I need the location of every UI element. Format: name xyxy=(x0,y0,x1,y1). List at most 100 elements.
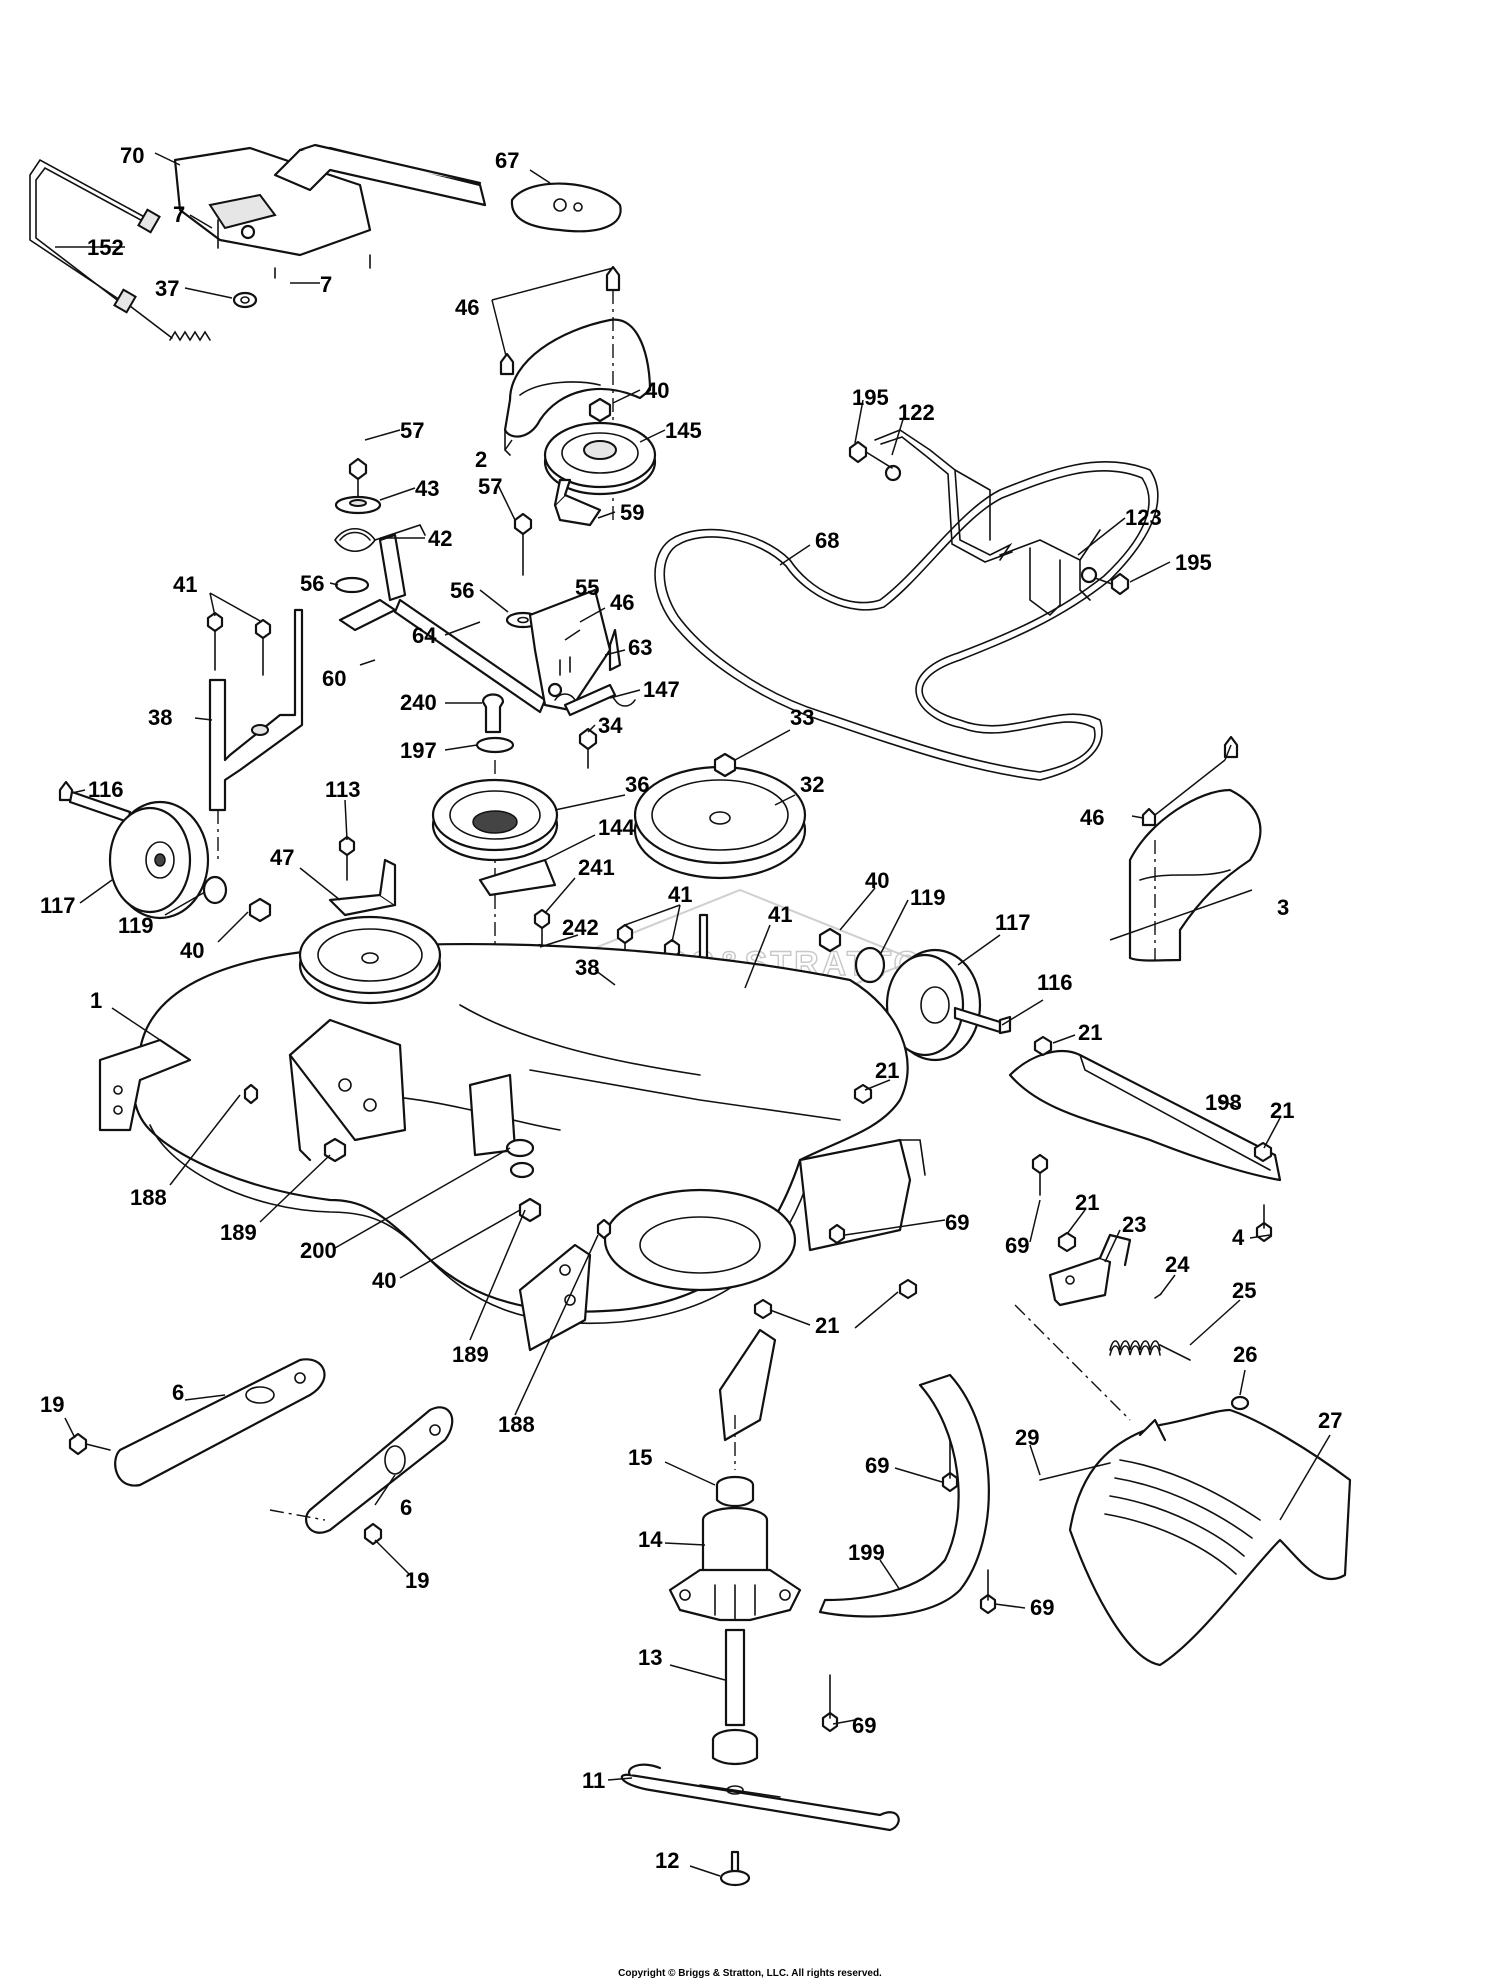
callout-46: 46 xyxy=(455,295,479,320)
callout-12: 12 xyxy=(655,1848,679,1873)
callout-63: 63 xyxy=(628,635,652,660)
callout-69: 69 xyxy=(1005,1233,1029,1258)
gauge-wheel-left xyxy=(58,780,272,923)
callout-38: 38 xyxy=(148,705,172,730)
callout-116: 116 xyxy=(1037,970,1073,995)
callout-19: 19 xyxy=(405,1568,429,1593)
callout-41: 41 xyxy=(173,572,197,597)
callout-56: 56 xyxy=(300,571,324,596)
baffle-199 xyxy=(818,1373,990,1618)
callout-3: 3 xyxy=(1277,895,1289,920)
baffle-198 xyxy=(1008,1050,1282,1182)
idler-pulley-145 xyxy=(543,421,657,496)
callout-21: 21 xyxy=(875,1058,899,1083)
callout-27: 27 xyxy=(1318,1408,1342,1433)
idler-arm-hardware xyxy=(334,457,426,632)
callout-40: 40 xyxy=(645,378,669,403)
callout-241: 241 xyxy=(578,855,615,880)
callout-64: 64 xyxy=(412,623,437,648)
callout-34: 34 xyxy=(598,713,623,738)
blade-bolt-12 xyxy=(719,1850,751,1887)
callout-144: 144 xyxy=(598,815,635,840)
callout-26: 26 xyxy=(1233,1342,1257,1367)
callout-55: 55 xyxy=(575,575,599,600)
callout-14: 14 xyxy=(638,1527,663,1552)
callout-7: 7 xyxy=(173,202,185,227)
callout-7: 7 xyxy=(320,272,332,297)
bracket-144 xyxy=(478,858,557,897)
callout-47: 47 xyxy=(270,845,294,870)
callout-43: 43 xyxy=(415,476,439,501)
throttle-cable xyxy=(29,158,211,342)
callout-195: 195 xyxy=(852,385,889,410)
discharge-chute-27 xyxy=(1068,1408,1352,1667)
lift-handle-assembly xyxy=(173,143,487,279)
spindle-shaft-13 xyxy=(711,1628,759,1766)
callout-36: 36 xyxy=(625,772,649,797)
callout-152: 152 xyxy=(87,235,124,260)
callout-69: 69 xyxy=(865,1453,889,1478)
callout-2: 2 xyxy=(475,447,487,472)
callout-199: 199 xyxy=(848,1540,885,1565)
callout-68: 68 xyxy=(815,528,839,553)
callout-198: 198 xyxy=(1205,1090,1242,1115)
callout-69: 69 xyxy=(945,1210,969,1235)
callout-19: 19 xyxy=(40,1392,64,1417)
callout-200: 200 xyxy=(300,1238,337,1263)
callout-21: 21 xyxy=(1078,1020,1102,1045)
callout-145: 145 xyxy=(665,418,702,443)
callout-242: 242 xyxy=(562,915,599,940)
drive-belt-68 xyxy=(654,460,1159,781)
callout-4: 4 xyxy=(1232,1225,1245,1250)
callout-23: 23 xyxy=(1122,1212,1146,1237)
callout-13: 13 xyxy=(638,1645,662,1670)
callout-21: 21 xyxy=(815,1313,839,1338)
callout-40: 40 xyxy=(180,938,204,963)
gauge-wheel-right xyxy=(818,927,1012,1062)
handle-grip-67 xyxy=(510,182,622,233)
callout-1: 1 xyxy=(90,988,102,1013)
callout-6: 6 xyxy=(400,1495,412,1520)
callout-113: 113 xyxy=(325,777,361,802)
callout-11: 11 xyxy=(582,1768,605,1793)
callout-188: 188 xyxy=(130,1185,167,1210)
callout-189: 189 xyxy=(220,1220,257,1245)
callout-197: 197 xyxy=(400,738,437,763)
callout-40: 40 xyxy=(865,868,889,893)
callout-6: 6 xyxy=(172,1380,184,1405)
spring-25 xyxy=(1109,1340,1191,1361)
callout-57: 57 xyxy=(478,474,502,499)
callout-119: 119 xyxy=(118,913,154,938)
callout-122: 122 xyxy=(898,400,935,425)
callout-117: 117 xyxy=(40,893,76,918)
bracket-59 xyxy=(553,493,602,527)
callout-25: 25 xyxy=(1232,1278,1256,1303)
callout-33: 33 xyxy=(790,705,814,730)
lift-link-38-left xyxy=(208,608,304,812)
callout-40: 40 xyxy=(372,1268,396,1293)
callout-38: 38 xyxy=(575,955,599,980)
callout-189: 189 xyxy=(452,1342,489,1367)
copyright-notice: Copyright © Briggs & Stratton, LLC. All … xyxy=(618,1968,882,1979)
callout-240: 240 xyxy=(400,690,437,715)
callout-57: 57 xyxy=(400,418,424,443)
idler-arm-64 xyxy=(393,588,636,717)
belt-cover-3 xyxy=(1128,788,1262,962)
callout-117: 117 xyxy=(995,910,1031,935)
callout-21: 21 xyxy=(1075,1190,1099,1215)
callout-59: 59 xyxy=(620,500,644,525)
callout-41: 41 xyxy=(668,882,692,907)
front-link-6-right xyxy=(305,1406,454,1534)
spindle-spacer-15 xyxy=(715,1475,755,1508)
mower-blade-11 xyxy=(620,1763,900,1832)
callout-41: 41 xyxy=(768,902,792,927)
callout-56: 56 xyxy=(450,578,474,603)
callout-116: 116 xyxy=(88,777,124,802)
callout-29: 29 xyxy=(1015,1425,1039,1450)
callout-60: 60 xyxy=(322,666,346,691)
callout-70: 70 xyxy=(120,143,144,168)
callout-46: 46 xyxy=(1080,805,1104,830)
callout-46: 46 xyxy=(610,590,634,615)
belt-guide-122-123 xyxy=(874,429,1101,617)
callout-32: 32 xyxy=(800,772,824,797)
